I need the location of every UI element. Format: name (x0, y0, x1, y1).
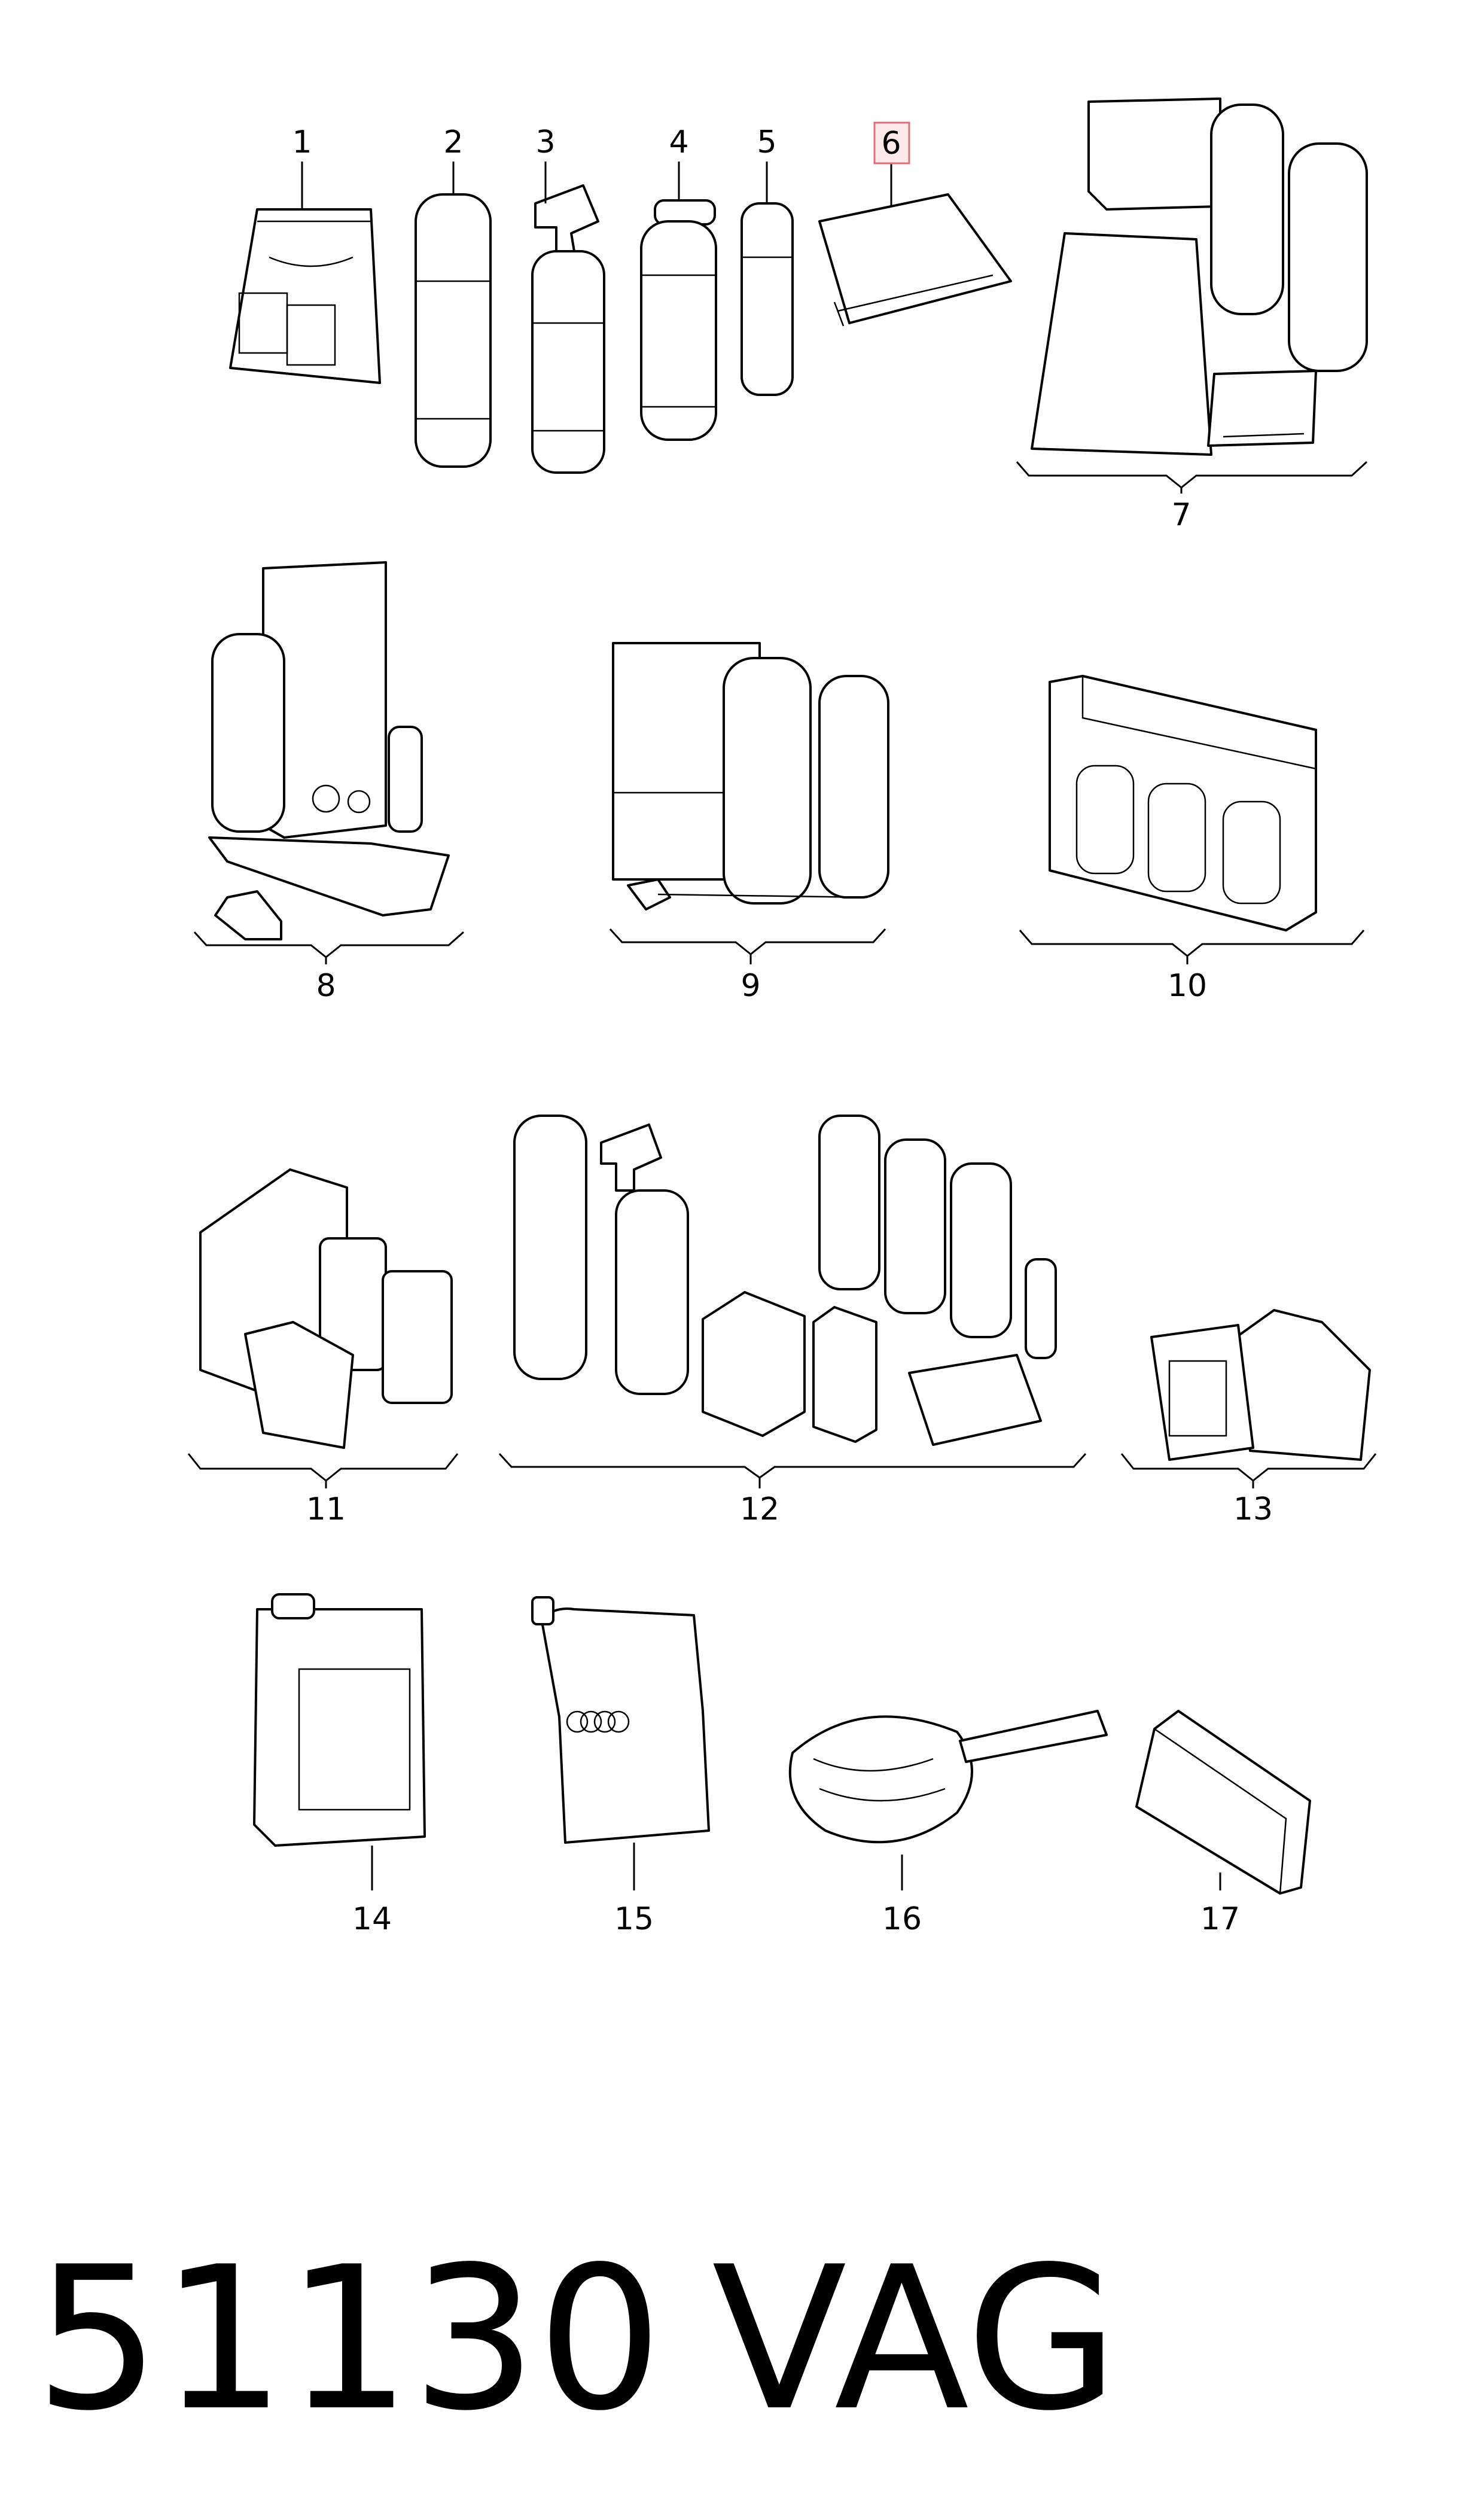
part-number: 51130 (35, 2224, 663, 2454)
item-5-small-can-illustration (741, 202, 794, 396)
item-17-squeegee-illustration (1135, 1710, 1311, 1895)
bracket-8 (193, 931, 464, 958)
bracket-10 (1019, 930, 1365, 957)
item-8-kit-illustration (208, 561, 450, 940)
item-6-cloth-illustration (818, 193, 1012, 327)
callout-3[interactable]: 3 (535, 124, 555, 160)
item-1-bag-illustration (229, 208, 381, 384)
audi-rings-icon (566, 1710, 630, 1733)
bracket-9 (609, 928, 886, 955)
callout-8[interactable]: 8 (316, 968, 336, 1004)
callout-17[interactable]: 17 (1200, 1901, 1240, 1937)
item-11-kit-illustration (199, 1168, 453, 1449)
brand-name: VAG (712, 2224, 1119, 2454)
callout-6[interactable]: 6 (881, 126, 901, 162)
callout-16[interactable]: 16 (882, 1901, 922, 1937)
item-2-can-illustration (415, 193, 492, 468)
item-12-kit-illustration (513, 1115, 1057, 1446)
callout-12[interactable]: 12 (740, 1491, 779, 1527)
item-7-kit-illustration (1031, 98, 1368, 456)
callout-5[interactable]: 5 (757, 124, 776, 160)
item-15-pouch-illustration (531, 1596, 710, 1844)
bracket-11 (187, 1453, 459, 1482)
callout-15[interactable]: 15 (614, 1901, 654, 1937)
callout-9[interactable]: 9 (741, 968, 760, 1004)
callout-6-highlight (873, 121, 910, 165)
bracket-7 (1016, 461, 1368, 489)
item-9-kit-illustration (612, 642, 889, 911)
item-16-duster-illustration (788, 1710, 1108, 1844)
callout-2[interactable]: 2 (443, 124, 463, 160)
callout-11[interactable]: 11 (306, 1491, 346, 1527)
callout-7[interactable]: 7 (1171, 497, 1191, 533)
bracket-12 (498, 1453, 1087, 1479)
callout-14[interactable]: 14 (352, 1901, 392, 1937)
callout-1[interactable]: 1 (292, 124, 312, 160)
callout-13[interactable]: 13 (1233, 1491, 1273, 1527)
callout-4[interactable]: 4 (669, 124, 688, 160)
callout-10[interactable]: 10 (1168, 968, 1207, 1004)
item-4-bottle-illustration (640, 199, 717, 441)
item-14-canister-illustration (253, 1593, 426, 1847)
item-10-gift-box-illustration (1049, 675, 1317, 931)
item-13-wipes-and-pads-illustration (1150, 1309, 1371, 1461)
item-3-spray-bottle-illustration (531, 184, 605, 474)
